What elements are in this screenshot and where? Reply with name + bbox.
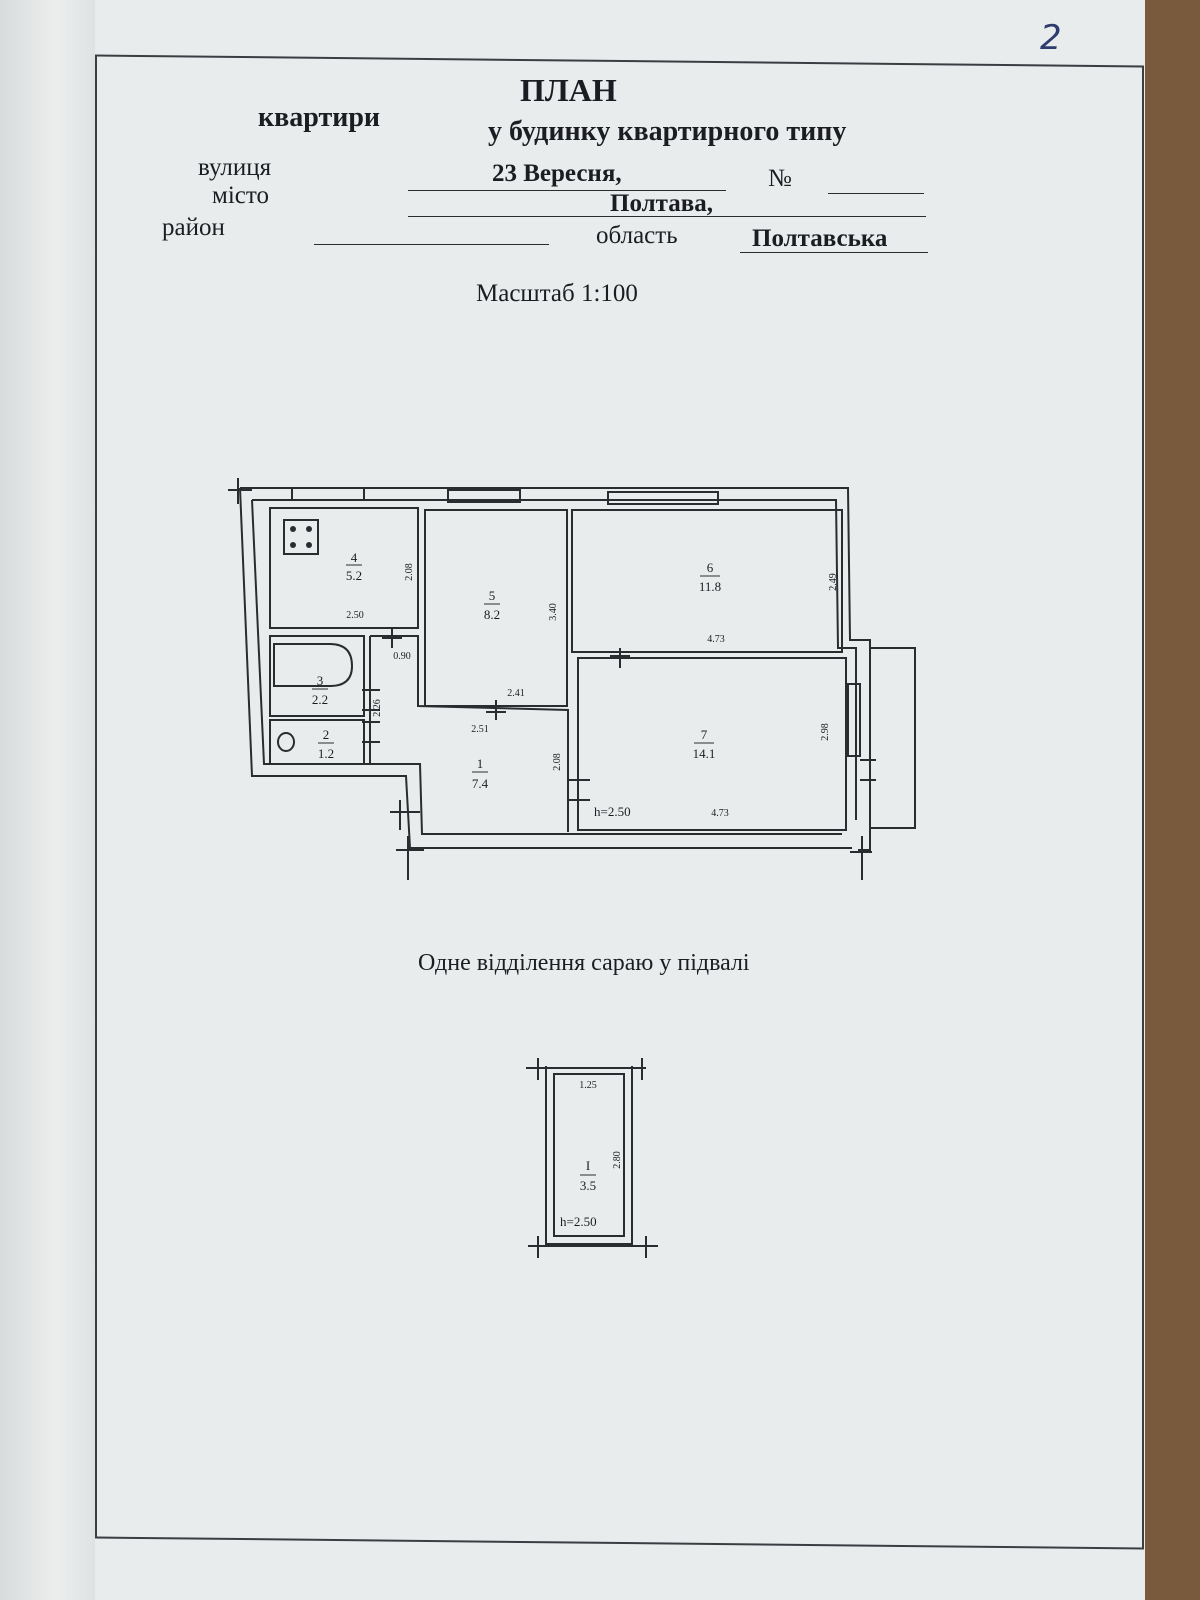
basement-ceiling-height: h=2.50: [560, 1214, 597, 1229]
room-2-area: 1.2: [318, 746, 334, 761]
dim-room7-width: 4.73: [711, 808, 729, 819]
room-7-area: 14.1: [693, 746, 716, 761]
region-underline: [740, 252, 928, 253]
basement-area: 3.5: [580, 1178, 596, 1193]
basement-caption: Одне відділення сараю у підвалі: [418, 950, 750, 976]
floor-plan: 4 5.2 5 8.2 6 11.8 3 2.2 2 1.2 1 7.4 7 1…: [228, 478, 916, 1258]
plan-subtitle: у будинку квартирного типу: [488, 116, 847, 147]
dim-room5-width: 2.41: [507, 688, 525, 699]
room-6-area: 11.8: [699, 579, 721, 594]
room-2-number: 2: [323, 727, 330, 742]
district-underline: [314, 244, 549, 245]
street-value: 23 Вересня,: [492, 160, 622, 187]
document-sheet: 2 ПЛАН квартири у будинку квартирного ти…: [0, 0, 1145, 1600]
street-underline: [408, 190, 726, 191]
region-value: Полтавська: [752, 225, 888, 252]
dim-room6-width: 4.73: [707, 634, 725, 645]
room-3-number: 3: [317, 673, 324, 688]
apartment-label: квартири: [258, 102, 381, 133]
room-1-number: 1: [477, 756, 484, 771]
dim-kitchen-width: 2.50: [346, 610, 364, 621]
room-5-number: 5: [489, 588, 496, 603]
dim-room6-height: 2.49: [828, 573, 839, 591]
dim-hall-height: 2.08: [552, 753, 563, 771]
city-underline: [408, 216, 926, 217]
plan-ceiling-height: h=2.50: [594, 804, 631, 819]
dim-kitchen-height: 2.08: [404, 563, 415, 581]
district-label: район: [162, 214, 225, 241]
street-label: вулиця: [198, 154, 272, 181]
dim-room7-height: 2.98: [820, 723, 831, 741]
region-label: область: [596, 222, 678, 249]
number-label: №: [768, 165, 792, 192]
basement-length: 2.80: [612, 1151, 623, 1169]
plan-title: ПЛАН: [520, 72, 617, 108]
page-edge-shadow: [0, 0, 95, 1600]
room-1-area: 7.4: [472, 776, 489, 791]
city-value: Полтава,: [610, 190, 713, 217]
room-4-area: 5.2: [346, 568, 362, 583]
city-label: місто: [212, 182, 269, 209]
scale-label: Масштаб 1:100: [476, 280, 638, 307]
dim-bath-height: 2.26: [372, 699, 383, 717]
room-3-area: 2.2: [312, 692, 328, 707]
number-underline: [828, 193, 924, 194]
room-7-number: 7: [701, 727, 708, 742]
dim-corridor-width: 0.90: [393, 651, 411, 662]
basement-room-number: I: [586, 1158, 590, 1173]
dim-hall-width: 2.51: [471, 724, 489, 735]
room-4-number: 4: [351, 550, 358, 565]
room-6-number: 6: [707, 560, 714, 575]
basement-width: 1.25: [579, 1080, 597, 1091]
page-number: 2: [1040, 18, 1062, 58]
room-5-area: 8.2: [484, 607, 500, 622]
dim-room5-height: 3.40: [548, 603, 559, 621]
